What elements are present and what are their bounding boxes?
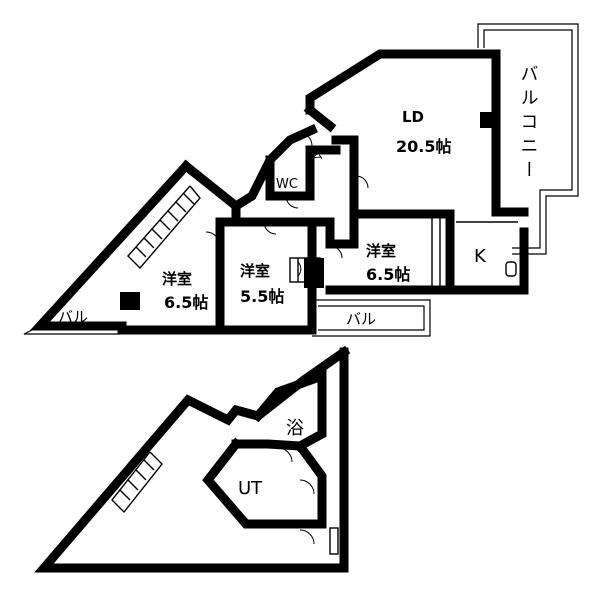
bath-wall [251,369,327,453]
closet-door-icon [297,261,302,277]
wc-wall [265,145,341,201]
room-c-wall [307,209,359,249]
ut-wall [202,437,327,529]
kitchen-wall [445,209,529,295]
room-a-door-swing [205,231,221,247]
balcony-bottom-label: バル [346,310,376,328]
ld-label: LD [402,108,424,126]
room-b-door-swing [263,221,277,235]
room-a-column [120,292,140,310]
room-c-closet [431,214,441,291]
ut-door-swing [299,479,315,495]
kitchen-sink-icon [505,261,517,277]
stair-upper [127,185,201,270]
entrance-label: 玄 [310,147,323,162]
balcony-railing-main [477,23,579,255]
room-c-label: 洋室 [366,242,396,260]
wc-label: WC [276,177,298,192]
room-c-column [304,258,324,288]
room-c-door-swing [329,245,343,259]
ut-label: UT [238,478,263,499]
ld-size: 20.5帖 [396,137,451,156]
wc-door-swing [285,195,299,209]
ld-wall-outer [305,49,529,217]
balcony-main-label: バルコニー [518,64,539,184]
ld-wall-lower [331,135,455,219]
ld-column [480,112,496,128]
room-a-size: 6.5帖 [164,293,208,312]
room-a-wall-top [179,159,241,227]
bath-label: 浴 [286,418,304,439]
ld-wall-upper-left [303,103,337,133]
lower-vent [104,564,130,570]
room-b-label: 洋室 [240,262,270,280]
kitchen-label: K [474,246,487,267]
lower-floor: 浴 UT [34,345,351,573]
upper-floor: LD 20.5帖 K バルコニー 玄 WC 洋室 6.5帖 洋室 5.5帖 洋室… [23,23,579,337]
entrance-door-swing [297,131,313,147]
ld-door-swing [355,175,369,189]
bath-door-swing [277,447,293,463]
balcony-bottom-railing [312,299,431,337]
room-b-size: 5.5帖 [240,287,284,306]
balcony-railing-main-inner [483,29,573,249]
lower-door-frame [329,527,339,555]
room-c-size: 6.5帖 [366,265,410,284]
room-a-label: 洋室 [162,270,192,288]
lower-door-swing [299,529,315,545]
balcony-left-label: バル [58,308,88,326]
stair-lower [111,451,163,514]
balcony-left-railing [23,325,120,335]
